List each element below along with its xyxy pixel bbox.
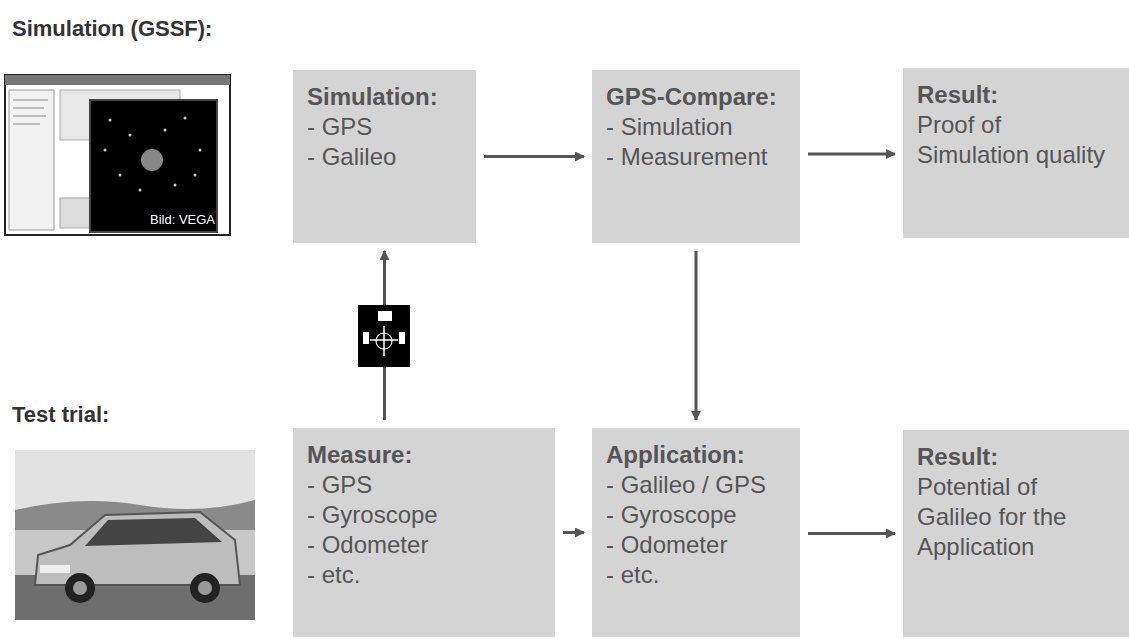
row-label: Simulation (GSSF): — [12, 16, 212, 42]
flow-arrow — [808, 153, 895, 156]
box-item: - Gyroscope — [606, 500, 786, 530]
box-item: - etc. — [606, 560, 786, 590]
flow-arrow — [695, 251, 698, 420]
software-screenshot — [5, 75, 230, 235]
box-item: - Measurement — [606, 142, 786, 172]
image-credit: Bild: VEGA — [150, 212, 215, 227]
box-item: - Galileo — [307, 142, 462, 172]
flow-arrow — [808, 532, 895, 535]
box-heading: Application: — [606, 440, 786, 470]
box-heading: Simulation: — [307, 82, 462, 112]
box-item: Proof of Simulation quality — [917, 110, 1115, 170]
flow-arrow — [484, 155, 584, 158]
gps-device-icon — [358, 305, 410, 367]
box-item: - Odometer — [307, 530, 541, 560]
box-heading: Measure: — [307, 440, 541, 470]
result-box: Result:Potential of Galileo for the Appl… — [903, 430, 1129, 637]
box-heading: GPS-Compare: — [606, 82, 786, 112]
box-heading: Result: — [917, 80, 1115, 110]
box-item: - Simulation — [606, 112, 786, 142]
box-item: - Odometer — [606, 530, 786, 560]
box-item: - Galileo / GPS — [606, 470, 786, 500]
flow-arrow — [563, 531, 584, 534]
process-box: Application:- Galileo / GPS- Gyroscope- … — [592, 428, 800, 637]
process-box: GPS-Compare:- Simulation- Measurement — [592, 70, 800, 243]
box-heading: Result: — [917, 442, 1115, 472]
row-label: Test trial: — [12, 402, 109, 428]
box-item: - etc. — [307, 560, 541, 590]
process-box: Simulation:- GPS- Galileo — [293, 70, 476, 243]
box-item: - Gyroscope — [307, 500, 541, 530]
box-item: Potential of Galileo for the Application — [917, 472, 1115, 562]
box-item: - GPS — [307, 470, 541, 500]
car-photo — [15, 450, 255, 620]
box-item: - GPS — [307, 112, 462, 142]
result-box: Result:Proof of Simulation quality — [903, 68, 1129, 238]
process-box: Measure:- GPS- Gyroscope- Odometer- etc. — [293, 428, 555, 637]
